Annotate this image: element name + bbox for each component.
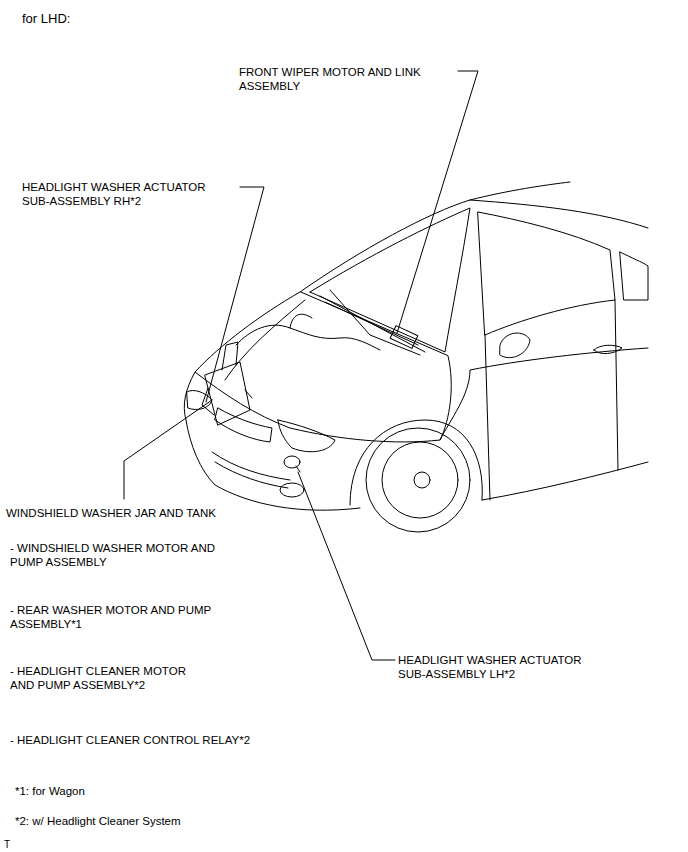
side-window-rear	[620, 252, 648, 300]
part-name: HEADLIGHT WASHER ACTUATOR SUB-ASSEMBLY L…	[398, 653, 586, 681]
washer-hose	[236, 314, 380, 350]
door-line	[485, 300, 618, 500]
door-handle	[594, 345, 622, 353]
hood	[195, 292, 451, 442]
part-name: WINDSHIELD WASHER JAR AND TANK	[6, 506, 216, 520]
figure-code: T	[4, 838, 10, 852]
headlamp-right	[278, 420, 335, 452]
wheel-arch	[350, 420, 482, 505]
wiper-link	[320, 290, 425, 355]
sub-part-name: - REAR WASHER MOTOR AND PUMP ASSEMBLY*1	[10, 603, 215, 631]
sub-part-name: - HEADLIGHT CLEANER CONTROL RELAY*2	[10, 733, 250, 747]
sub-part-name: - HEADLIGHT CLEANER MOTOR AND PUMP ASSEM…	[10, 664, 190, 692]
lower-grille	[212, 452, 290, 488]
wiper-motor	[390, 326, 418, 349]
leader-line	[206, 187, 264, 402]
footnote: *2: w/ Headlight Cleaner System	[15, 814, 181, 828]
leader-line	[397, 71, 478, 333]
part-name: HEADLIGHT WASHER ACTUATOR SUB-ASSEMBLY R…	[22, 180, 210, 208]
hub	[414, 472, 430, 488]
washer-nozzle-stem	[296, 466, 300, 472]
tire	[366, 428, 470, 532]
washer-nozzle-lh	[284, 456, 300, 468]
fog-lamp	[280, 483, 304, 497]
mirror	[500, 333, 530, 358]
sill	[482, 462, 648, 500]
front-face	[184, 372, 360, 510]
side-window	[478, 212, 615, 335]
leader-line	[298, 472, 395, 660]
heading: for LHD:	[22, 12, 70, 26]
hood-crease	[225, 300, 305, 380]
sub-part-name: - WINDSHIELD WASHER MOTOR AND PUMP ASSEM…	[10, 541, 219, 569]
leader-line	[124, 400, 212, 499]
roof-side	[470, 200, 648, 228]
footnote: *1: for Wagon	[15, 784, 85, 798]
part-name: FRONT WIPER MOTOR AND LINK ASSEMBLY	[239, 65, 425, 93]
wheel	[382, 442, 458, 518]
roof-outline	[300, 182, 570, 292]
